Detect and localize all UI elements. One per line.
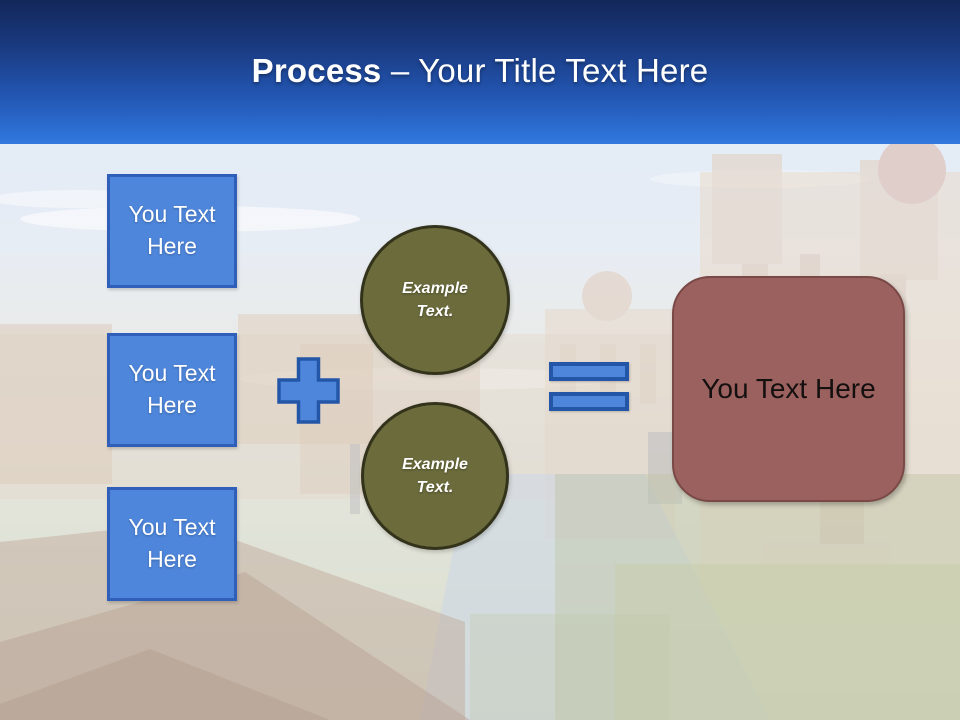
- example-circle-1: Example Text.: [360, 225, 510, 375]
- slide-title-subtitle: – Your Title Text Here: [381, 52, 709, 89]
- example-circle-2: Example Text.: [361, 402, 509, 550]
- text-box-2: You Text Here: [107, 333, 237, 447]
- text-box-1: You Text Here: [107, 174, 237, 288]
- equals-top-bar: [549, 362, 629, 381]
- equals-bottom-bar: [549, 392, 629, 411]
- result-box: You Text Here: [672, 276, 905, 502]
- result-box-label: You Text Here: [701, 373, 876, 404]
- text-box-2-label: You Text Here: [128, 360, 216, 418]
- text-box-1-label: You Text Here: [128, 201, 216, 259]
- example-circle-1-label: Example Text.: [402, 279, 468, 320]
- slide-title-keyword: Process: [251, 52, 382, 89]
- text-box-3-label: You Text Here: [128, 514, 216, 572]
- slide-header: Process – Your Title Text Here: [0, 0, 960, 144]
- slide-title: Process – Your Title Text Here: [0, 52, 960, 90]
- example-circle-2-label: Example Text.: [402, 455, 468, 496]
- text-box-3: You Text Here: [107, 487, 237, 601]
- equals-icon: [549, 362, 629, 412]
- plus-icon: [277, 357, 340, 424]
